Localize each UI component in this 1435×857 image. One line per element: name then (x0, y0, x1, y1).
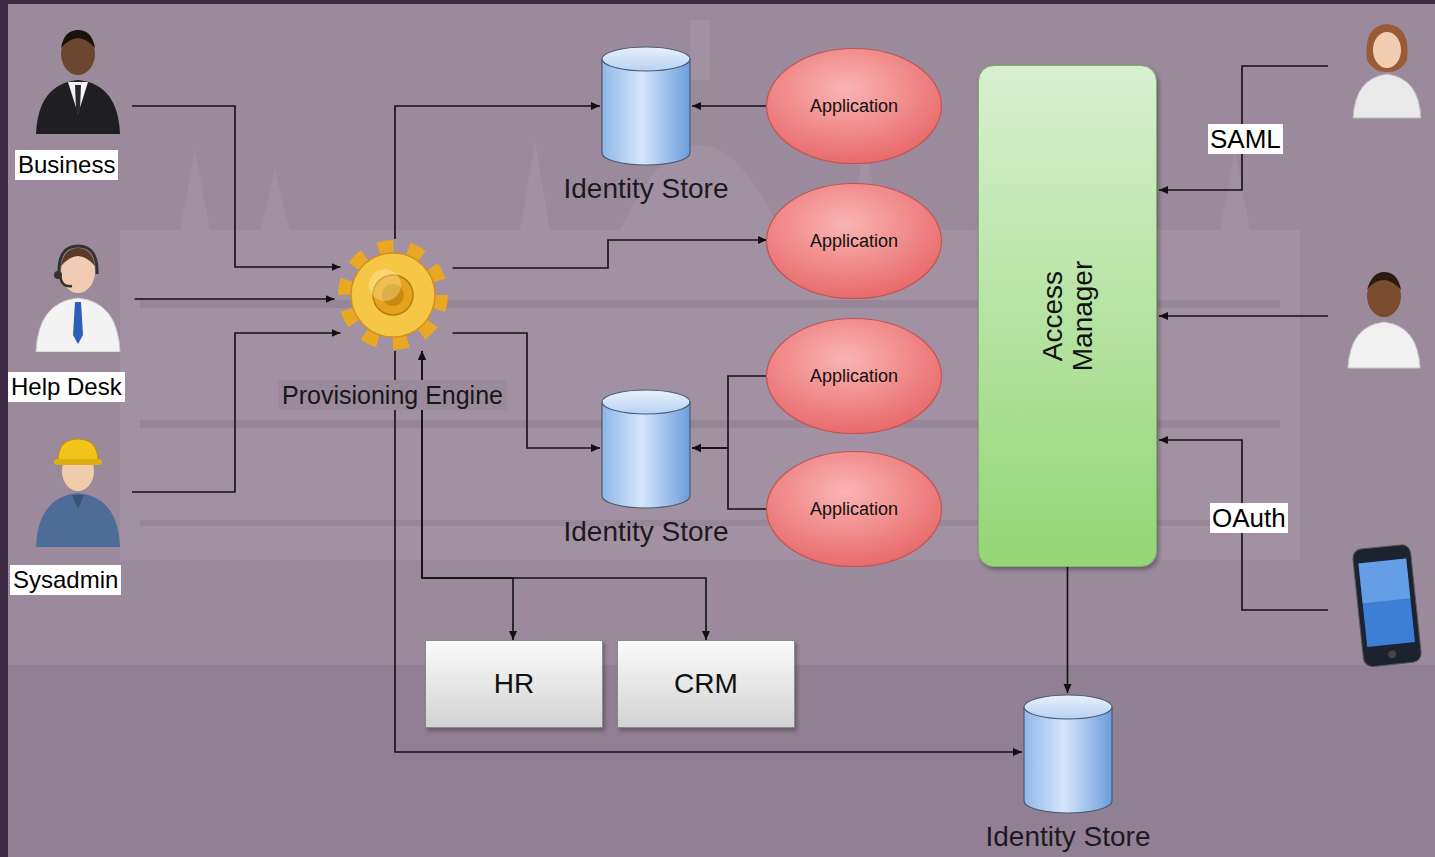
sysadmin-user: Sysadmin (10, 435, 132, 597)
application-label: Application (810, 365, 898, 387)
database-cylinder (1022, 693, 1114, 815)
user-role-label: Sysadmin (10, 565, 121, 595)
river-band (0, 665, 1435, 857)
phone-icon (1352, 544, 1422, 667)
application-label: Application (810, 230, 898, 252)
connector-arrow (395, 106, 600, 239)
man-user-icon (1348, 272, 1420, 368)
store-label: Identity Store (564, 516, 729, 548)
engine-label: Provisioning Engine (278, 380, 507, 410)
system-label: CRM (674, 668, 738, 700)
person-icon (28, 22, 128, 134)
connector-arrow (692, 376, 767, 448)
connector-arrow (692, 105, 767, 107)
identity-store: Identity Store (546, 388, 746, 552)
connector-arrow (132, 333, 341, 492)
top-edge-bar (0, 0, 1435, 4)
crm-system-box: CRM (617, 640, 795, 728)
application-label: Application (810, 95, 898, 117)
connector-arrow (395, 351, 1022, 752)
provisioning-engine: Provisioning Engine (270, 232, 515, 412)
protocol-label: SAML (1208, 124, 1283, 154)
user-role-label: Business (15, 150, 118, 180)
protocol-label: OAuth (1210, 503, 1288, 533)
identity-store: Identity Store (968, 693, 1168, 857)
gear-icon (333, 235, 453, 355)
connector-arrow (132, 106, 341, 267)
application-label: Application (810, 498, 898, 520)
business-user: Business (15, 22, 132, 182)
application-ellipse: Application (765, 450, 943, 568)
user-access-lines (1159, 66, 1328, 610)
database-cylinder (600, 388, 692, 510)
access-manager-label: Access Manager (1038, 251, 1098, 381)
access-manager-box: Access Manager (978, 65, 1157, 567)
connector-arrow (692, 448, 767, 509)
system-label: HR (494, 668, 534, 700)
user-role-label: Help Desk (8, 372, 125, 402)
store-label: Identity Store (986, 821, 1151, 853)
database-cylinder (600, 45, 692, 167)
store-label: Identity Store (564, 173, 729, 205)
application-ellipse: Application (765, 47, 943, 165)
identity-store: Identity Store (546, 45, 746, 209)
help-desk-user: Help Desk (8, 240, 135, 405)
hr-system-box: HR (425, 640, 603, 728)
connector-arrow (453, 240, 768, 268)
connector-arrow (135, 298, 335, 300)
person-icon (28, 240, 128, 352)
connector-arrow (1067, 567, 1069, 693)
application-ellipse: Application (765, 182, 943, 300)
woman-user-icon (1353, 24, 1421, 118)
application-ellipse: Application (765, 317, 943, 435)
left-edge-bar (0, 0, 8, 857)
person-icon (28, 435, 128, 547)
